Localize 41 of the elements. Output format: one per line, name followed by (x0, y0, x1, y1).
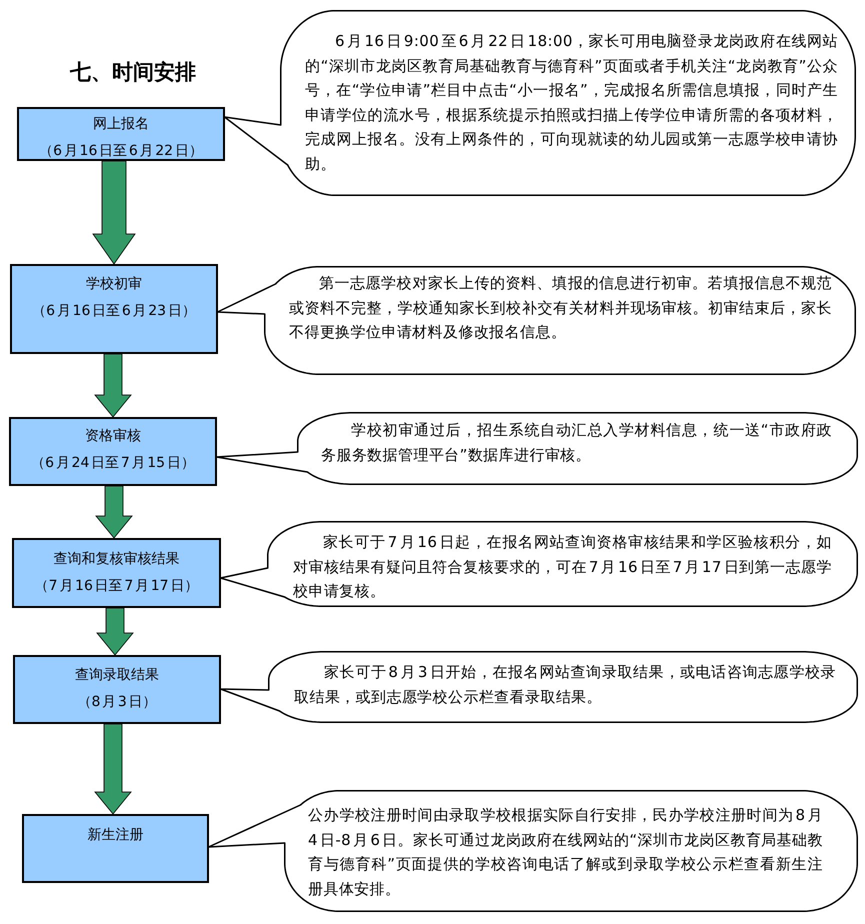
process-box (10, 264, 218, 354)
callout-text: 第一志愿学校对家长上传的资料、填报的信息进行初审。若填报信息不规范或资料不完整，学校通知家长到校补交有关材料并现场审核。初审结束后，家长不得更换学位申请材料及修改报名信息。 (289, 273, 832, 343)
date-range: （6月16日至6月22日） (39, 142, 203, 161)
callout-text: 公办学校注册时间由录取学校根据实际自行安排，民办学校注册时间为8月4日-8月6日。家长可通过龙岗政府在线网站的“深圳市龙岗区教育局基础教育与德育科”页面提供的学校咨询电话了解或到录取学校公示栏查看新生注册具体安排。 (308, 805, 823, 900)
date-range: （7月16日至7月17日） (34, 577, 198, 596)
process-box (22, 814, 209, 883)
speech-bubble (284, 790, 858, 912)
callout-pointer (216, 451, 308, 473)
step-title: 查询录取结果 (75, 666, 159, 685)
step-title: 学校初审 (86, 275, 142, 294)
arrow (92, 160, 136, 265)
arrow (94, 724, 132, 815)
arrow (94, 354, 132, 418)
step-title: 资格审核 (85, 427, 141, 446)
speech-bubble (264, 266, 856, 375)
process-box (17, 107, 225, 161)
callout-text: 家长可于7月16日起，在报名网站查询资格审核结果和学区验核积分，如对审核结果有疑问且符合复核要求的，可在7月16日至7月17日到第一志愿学校申请复核。 (293, 532, 832, 602)
speech-bubble (267, 521, 858, 607)
speech-bubble (297, 412, 858, 485)
arrow (95, 486, 133, 539)
callout-pointer (224, 116, 288, 166)
process-box (9, 417, 217, 486)
callout-pointer (216, 283, 276, 315)
step-title: 新生注册 (88, 826, 144, 845)
callout-pointer (220, 567, 286, 598)
callout-pointer (220, 688, 280, 712)
process-box (13, 655, 221, 724)
speech-bubble (280, 10, 856, 196)
arrow (96, 608, 134, 656)
date-range: （8月3日） (77, 693, 157, 712)
callout-text: 家长可于8月3日开始，在报名网站查询录取结果，或电话咨询志愿学校录取结果，或到志愿学校公示栏查看录取结果。 (294, 662, 836, 708)
date-range: （6月16日至6月23日） (32, 302, 196, 321)
speech-bubble (268, 651, 858, 723)
date-range: （6月24日至7月15日） (31, 454, 195, 473)
heading: 七、时间安排 (70, 59, 196, 86)
process-box (12, 538, 221, 608)
step-title: 查询和复核审核结果 (54, 550, 180, 569)
step-title: 网上报名 (93, 115, 149, 134)
callout-text: 学校初审通过后，招生系统自动汇总入学材料信息，统一送“市政府政务服务数据管理平台”数据库进行审核。 (321, 420, 832, 466)
callout-text: 6月16日9:00至6月22日18:00，家长可用电脑登录龙岗政府在线网站的“深圳市龙岗区教育局基础教育与德育科”页面或者手机关注“龙岗教育”公众号，在“学位申请”栏目中点击“小一报名”，完成报名所需信息填报，同时产生申请学位的流水号，根据系统提示拍照或扫描上传学位申请所需的各项材料，完成网上报名。没有上网条件的，可向现就读的幼儿园或第一志愿学校申请协助。 (305, 31, 838, 174)
callout-pointer (208, 804, 302, 848)
